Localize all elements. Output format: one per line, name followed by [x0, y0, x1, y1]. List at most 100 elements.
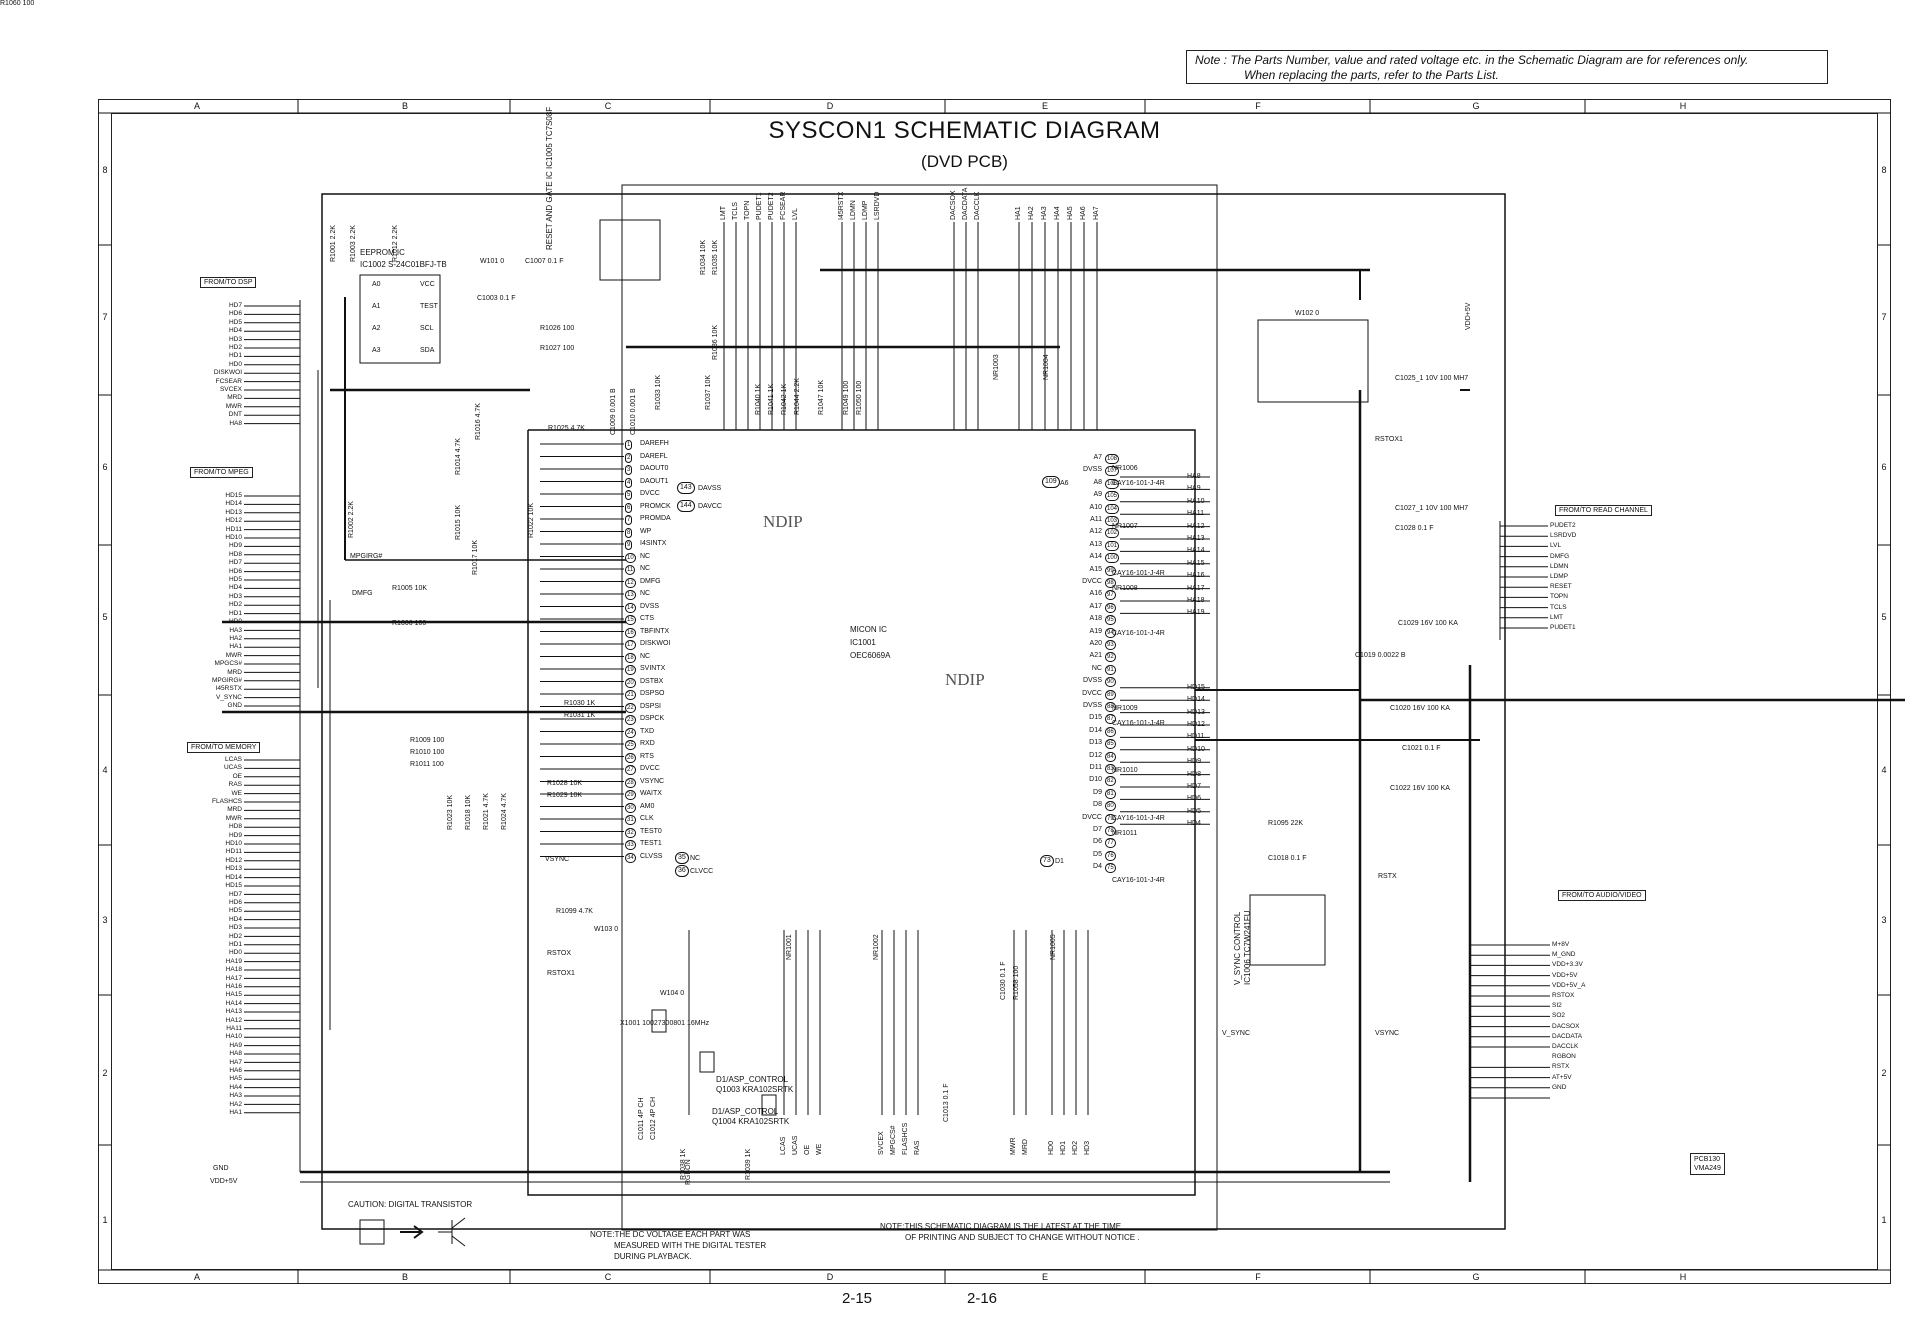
clvcc-label: CLVCC [690, 868, 714, 875]
signal-label: HA8 [229, 419, 242, 427]
read-signal-label: PUDET1 [1550, 624, 1576, 632]
av-signal-label: AT+5V [1552, 1073, 1572, 1081]
ic-left-pin-num: 10 [625, 552, 636, 563]
resistor-network-part: CAY16-101-J-4R [1112, 815, 1165, 822]
resistor-network-label: NR1006 [1112, 465, 1138, 472]
component-label: R1005 10K [392, 585, 428, 592]
ic-left-pin: DSPSO [640, 690, 665, 697]
right-net-label: HD5 [1187, 807, 1202, 815]
signal-label: HA7 [229, 1058, 242, 1066]
signal-label: HA18 [225, 966, 242, 974]
dmfg-label: DMFG [352, 590, 373, 597]
component-label: X1001 10027300801 16MHz [620, 1020, 710, 1027]
eeprom-pin: A1 [372, 303, 381, 310]
ic-right-pin: A16 [1089, 590, 1102, 598]
ic-right-pin-num: 90 [1105, 677, 1116, 688]
bottom-net-label: HD2 [1072, 1140, 1079, 1155]
signal-label: GND [227, 702, 242, 710]
ic-right-pin: A15 [1089, 565, 1102, 573]
signal-label: HD1 [228, 609, 242, 617]
component-label: R1058 100 [1013, 965, 1020, 1000]
ic-left-pin-num: 32 [625, 827, 636, 838]
ic-right-pin-num: 86 [1105, 726, 1116, 737]
connector-memory: FROM/TO MEMORY [187, 742, 261, 753]
signal-label: HD5 [228, 576, 242, 584]
ic-right-pin: D13 [1089, 739, 1102, 747]
ic-right-pin: A17 [1089, 602, 1102, 610]
right-net-label: HD14 [1187, 696, 1205, 704]
av-signal-label: SO2 [1552, 1012, 1566, 1020]
read-signal-label: LVL [1550, 542, 1562, 550]
ic-left-pin: I4SINTX [640, 540, 667, 547]
ic-left-pin-num: 21 [625, 690, 636, 700]
ic-right-pin-num: 105 [1105, 491, 1120, 502]
bottom-net-label: SVCEX [878, 1131, 885, 1155]
component-label: R1011 100 [410, 761, 444, 768]
ic-left-pin-num: 16 [625, 627, 636, 638]
ic-left-pin-num: 12 [625, 577, 636, 588]
ic-left-pin: TEST1 [640, 840, 662, 847]
d1-label: D1 [1055, 858, 1064, 865]
eeprom-pin: TEST [420, 303, 438, 310]
signal-label: MWR [225, 402, 242, 410]
signal-label: HD2 [228, 344, 242, 352]
component-label: R1002 2.2K [348, 501, 355, 538]
signal-label: HD11 [225, 525, 242, 533]
ic-right-pin-num: 101 [1105, 540, 1120, 551]
row-label-left: 3 [102, 915, 108, 925]
signal-label: HA16 [225, 982, 242, 990]
ic-right-pin-num: 91 [1105, 664, 1116, 675]
ic-right-pin: NC [1091, 664, 1102, 672]
signal-label: HD14 [225, 500, 242, 508]
read-signal-label: LSRDVD [1550, 532, 1577, 540]
component-label: R1047 10K [818, 379, 825, 415]
column-label-top: H [1679, 101, 1687, 111]
eeprom-title: EEPROM IC [360, 248, 405, 257]
ic-left-pin: NC [640, 590, 651, 597]
signal-label: I45RSTX [215, 685, 242, 693]
component-label: R1016 4.7K [475, 403, 482, 440]
ic-right-pin: D14 [1089, 726, 1102, 734]
column-label-top: B [401, 101, 408, 111]
row-label-right: 5 [1881, 612, 1887, 622]
right-net-label: HD10 [1187, 745, 1205, 753]
av-signal-label: VDD+5V [1552, 971, 1578, 979]
ic-right-pin-num: 92 [1105, 652, 1116, 663]
component-label: R1028 10K [547, 780, 583, 787]
row-label-left: 5 [102, 612, 108, 622]
ic-left-pin-num: 19 [625, 665, 636, 675]
reset-ic-label: RESET AND GATE IC IC1005 TC7S08F [545, 106, 554, 250]
read-signal-label: LMT [1550, 613, 1563, 621]
ic-right-pin-num: 108 [1105, 454, 1120, 464]
signal-label: HD1 [228, 352, 242, 360]
transistor-q1003: D1/ASP_CONTROL Q1003 KRA102SRTK [716, 1075, 794, 1094]
top-net-label: TCLS [732, 202, 739, 220]
right-net-label: HD9 [1187, 758, 1202, 766]
ic-left-pin: TXD [640, 727, 654, 735]
ic-left-pin-num: 11 [625, 565, 636, 575]
ic-right-pin-num: 102 [1105, 528, 1120, 539]
right-net-label: HD15 [1187, 683, 1205, 691]
right-net-label: HA12 [1187, 522, 1205, 530]
pin-143-badge: 143 [677, 482, 695, 494]
right-net-label: HD13 [1187, 708, 1205, 716]
signal-label: HA10 [225, 1033, 242, 1041]
signal-label: MWR [225, 814, 242, 822]
ic-left-pin: CLVSS [640, 852, 663, 860]
signal-label: DNT [228, 411, 242, 419]
component-label: C1028 0.1 F [1395, 525, 1434, 532]
resistor-network-label: NR1004 [1043, 354, 1050, 380]
vsync-label: VSYNC [545, 856, 570, 863]
top-net-label: DACDATA [962, 187, 969, 220]
top-net-label: LVL [792, 208, 799, 220]
right-net-label: HD7 [1187, 783, 1202, 790]
ic-left-pin: CTS [640, 615, 654, 622]
signal-label: SVCEX [219, 386, 242, 394]
resistor-network-label: NR1001 [786, 934, 793, 960]
row-label-left: 1 [102, 1215, 108, 1225]
ic-left-pin: DMFG [640, 577, 661, 585]
component-label: R1003 2.2K [350, 225, 357, 262]
vsync-right-label: VSYNC [1375, 1030, 1400, 1037]
component-label: R1001 2.2K [330, 225, 337, 262]
